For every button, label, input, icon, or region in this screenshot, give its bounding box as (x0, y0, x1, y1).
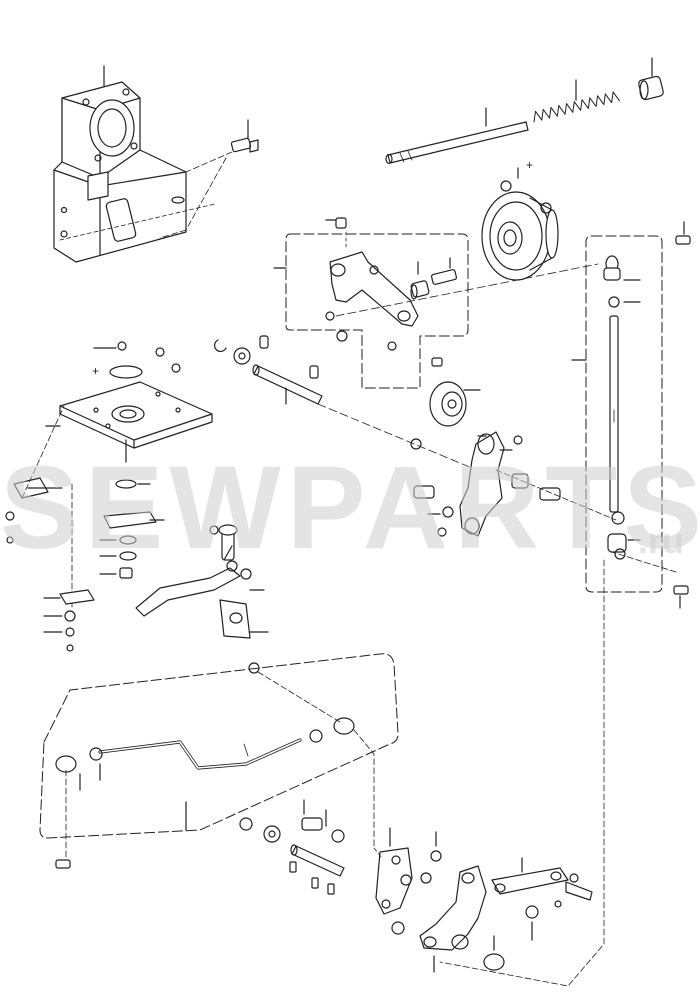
bell-crank-assembly (239, 799, 593, 973)
plus-marker: + (526, 158, 534, 172)
upper-shaft (385, 107, 529, 165)
set-screw (369, 265, 379, 275)
regulator-link (135, 524, 269, 639)
feed-dog-assembly (99, 479, 165, 579)
feed-lift-bracket (43, 589, 95, 652)
crank-lever (325, 217, 419, 327)
rod-screw (55, 859, 71, 869)
motor-bracket (53, 65, 187, 263)
connecting-rod-box (585, 235, 663, 593)
eccentric-cam (410, 357, 481, 450)
mid-shaft (214, 335, 323, 405)
crank-bushing (410, 257, 458, 300)
rod-end-screw (673, 221, 691, 609)
lower-rod-box (39, 653, 399, 839)
lower-connecting-rod (55, 662, 355, 831)
compression-spring (533, 79, 620, 123)
bracket-screw (230, 119, 259, 153)
rocker-arm (413, 431, 561, 537)
pulley-cam (481, 167, 559, 281)
plus-marker: + (92, 364, 100, 378)
shaft-collar (638, 57, 664, 101)
throat-plate (45, 341, 213, 463)
crank-group-box (285, 233, 469, 389)
connecting-rod (603, 255, 641, 560)
feed-bar-left (5, 477, 63, 544)
